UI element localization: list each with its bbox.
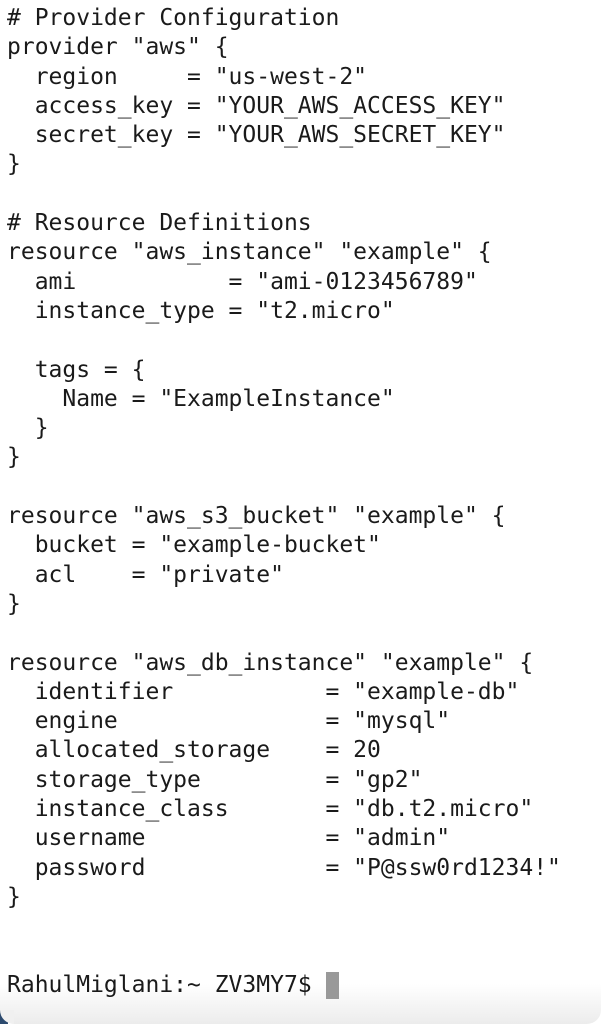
terminal-line: resource "aws_instance" "example" { (7, 239, 492, 266)
terminal-line (7, 180, 561, 209)
terminal-line: region = "us-west-2" (7, 63, 368, 90)
terminal-line: tags = { (7, 356, 146, 383)
terminal-line (7, 619, 561, 648)
terminal-line: username = "admin" (7, 825, 451, 852)
terminal-line: } (7, 444, 21, 471)
terminal-line: acl = "private" (7, 561, 284, 588)
terminal-line: bucket = "example-bucket" (7, 532, 381, 559)
text-cursor (325, 971, 339, 999)
terminal-output[interactable]: # Provider Configuration provider "aws" {… (7, 4, 561, 1000)
terminal-line: } (7, 883, 21, 910)
terminal-line: instance_class = "db.t2.micro" (7, 796, 534, 823)
terminal-line: access_key = "YOUR_AWS_ACCESS_KEY" (7, 92, 506, 119)
terminal-line (7, 912, 561, 941)
terminal-line: Name = "ExampleInstance" (7, 385, 395, 412)
terminal-line: password = "P@ssw0rd1234!" (7, 854, 561, 881)
terminal-line: } (7, 590, 21, 617)
terminal-line: resource "aws_s3_bucket" "example" { (7, 503, 506, 530)
terminal-line: # Resource Definitions (7, 210, 312, 237)
terminal-line: instance_type = "t2.micro" (7, 297, 395, 324)
terminal-line (7, 942, 561, 971)
terminal-line: engine = "mysql" (7, 708, 451, 735)
terminal-line: secret_key = "YOUR_AWS_SECRET_KEY" (7, 122, 506, 149)
terminal-line: # Provider Configuration (7, 5, 340, 31)
window-bottom-edge (0, 984, 601, 1024)
terminal-line: provider "aws" { (7, 34, 229, 61)
terminal-line: identifier = "example-db" (7, 678, 520, 705)
terminal-line: } (7, 151, 21, 178)
terminal-line (7, 326, 561, 355)
command-prompt[interactable]: RahulMiglani:~ ZV3MY7$ (7, 971, 561, 1000)
prompt-text: RahulMiglani:~ ZV3MY7$ (7, 971, 312, 998)
terminal-line: } (7, 415, 49, 442)
terminal-line: resource "aws_db_instance" "example" { (7, 649, 534, 676)
terminal-line: allocated_storage = 20 (7, 737, 381, 764)
terminal-line: storage_type = "gp2" (7, 766, 423, 793)
terminal-line (7, 473, 561, 502)
terminal-line: ami = "ami-0123456789" (7, 268, 478, 295)
